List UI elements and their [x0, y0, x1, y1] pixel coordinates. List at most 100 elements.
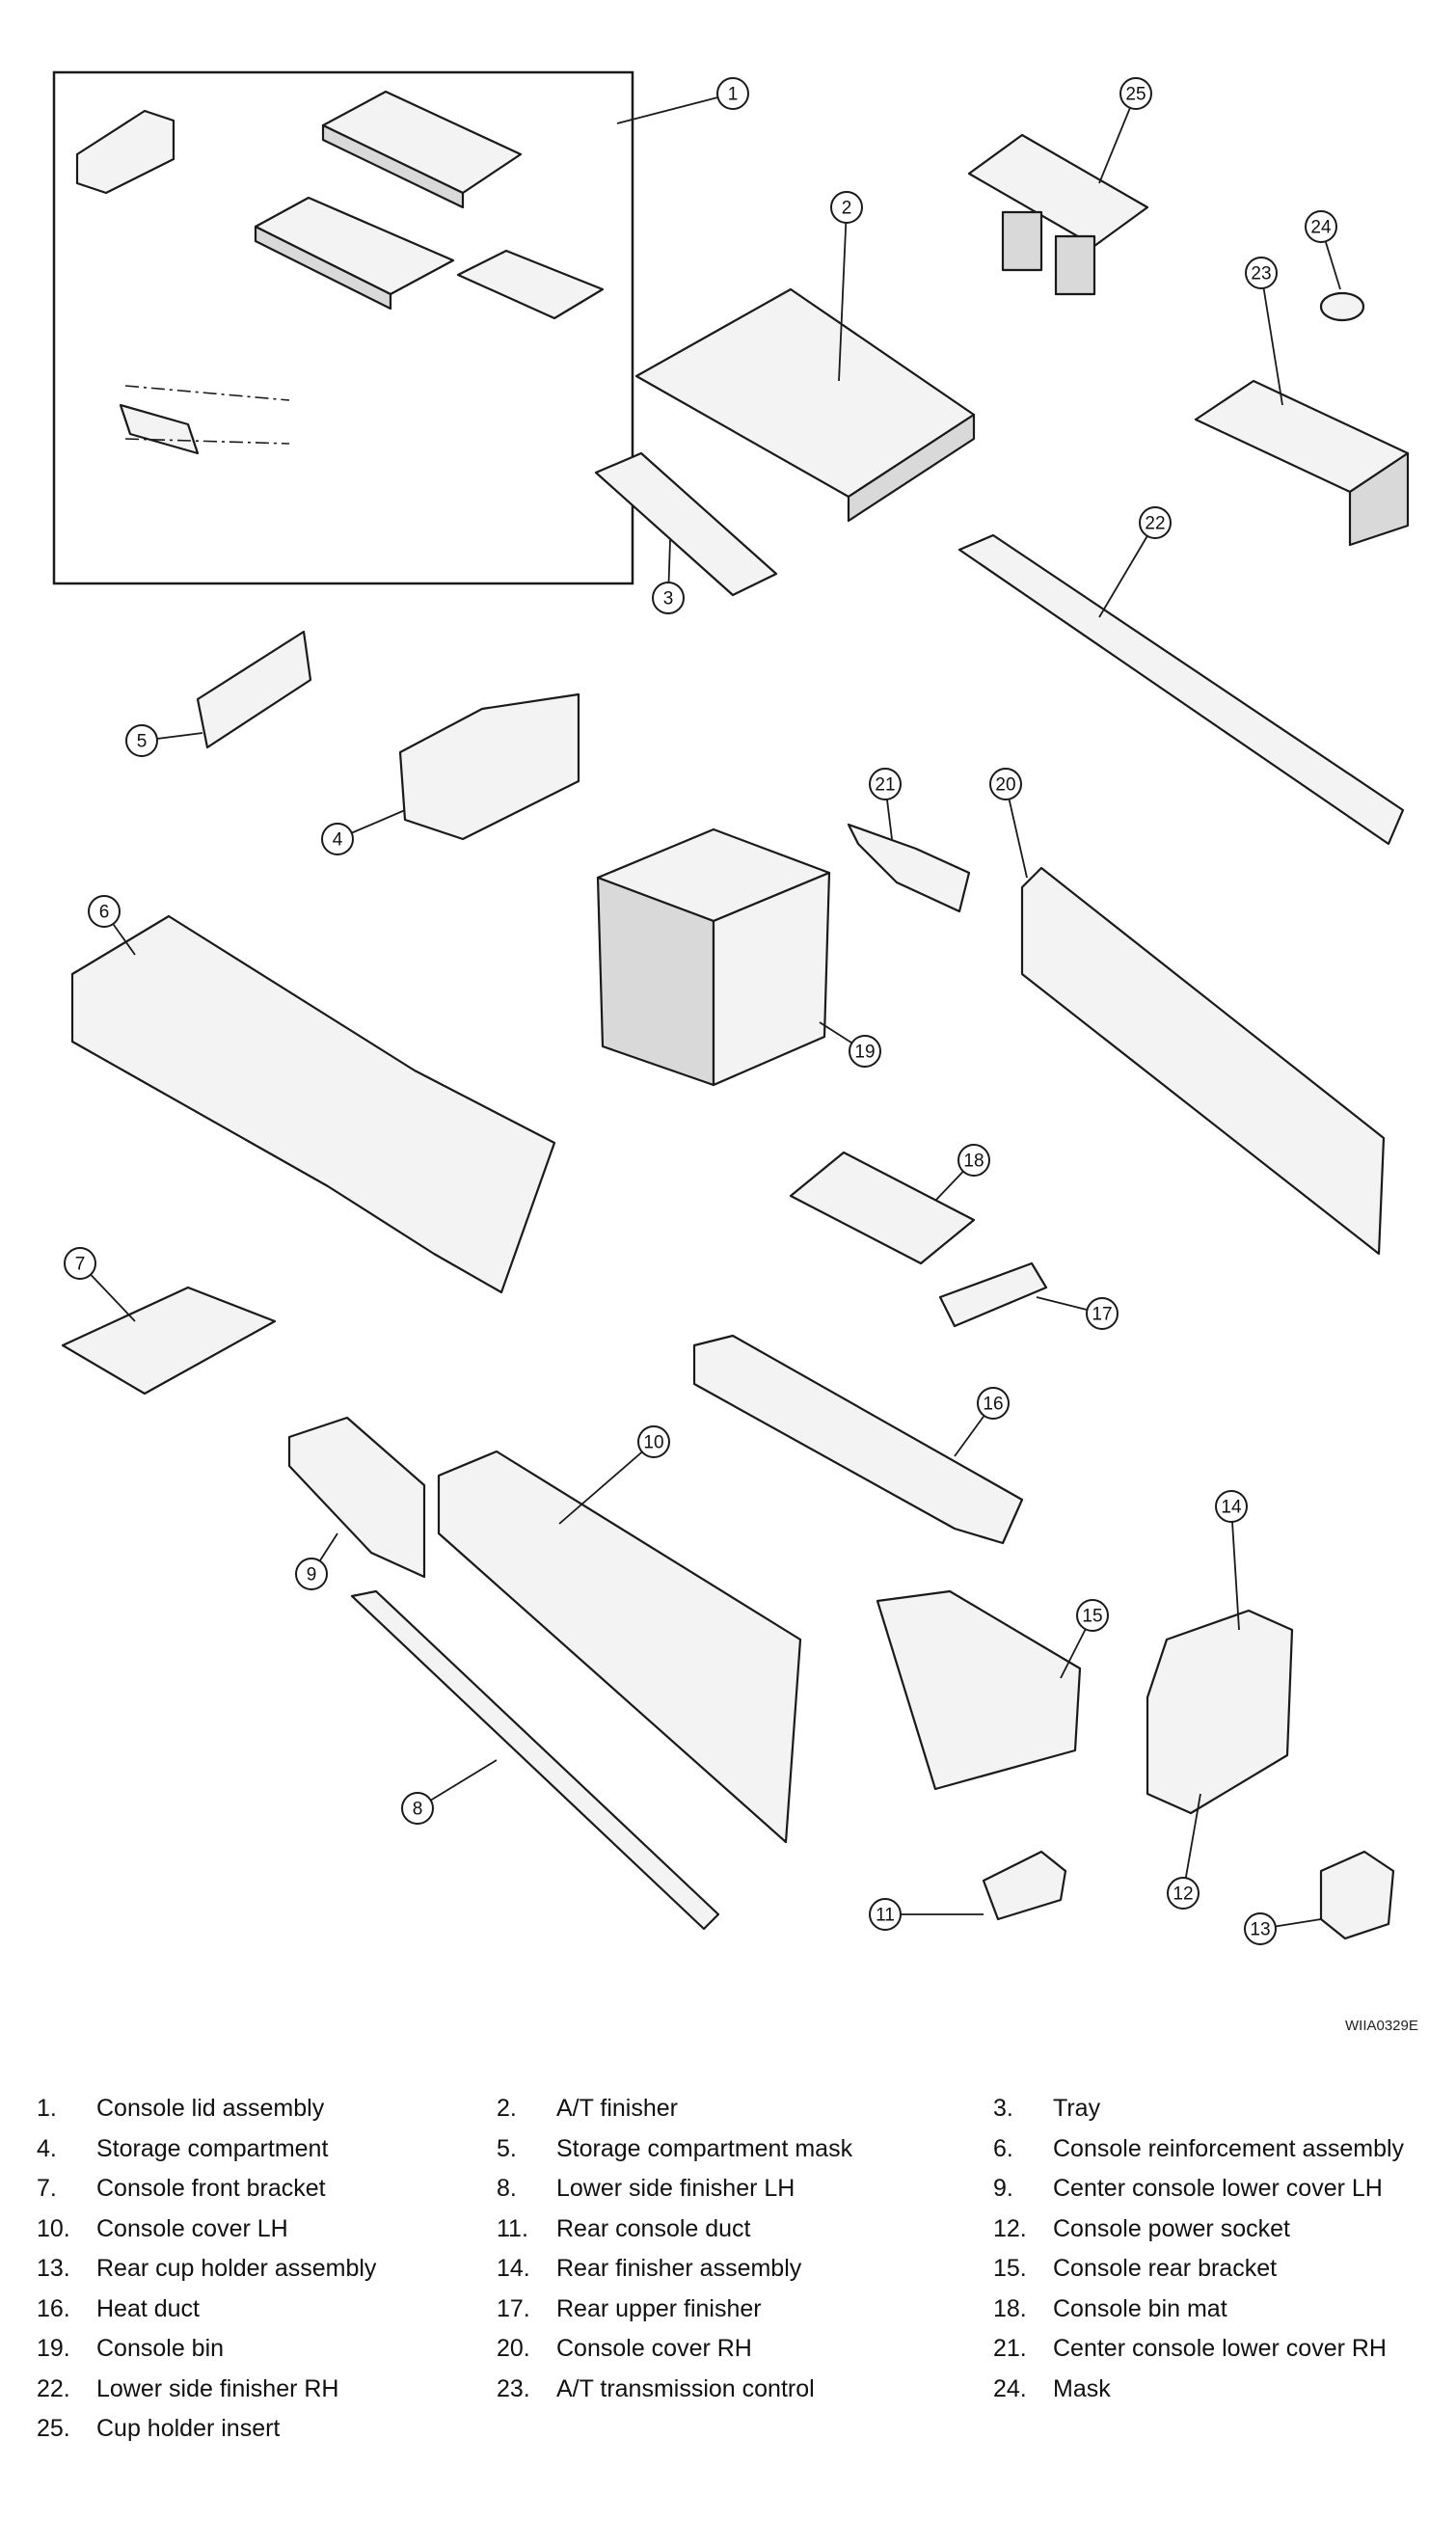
legend-item-number: 3. — [993, 2095, 1013, 2122]
legend-item-label: Console bin — [96, 2335, 225, 2362]
callout-balloons: 1234567891011121314151617181920212223242… — [64, 77, 1337, 1945]
tray-drawing — [594, 451, 778, 597]
legend-item-label: Rear cup holder assembly — [96, 2255, 377, 2282]
callout-number: 10 — [643, 1433, 663, 1453]
callout-circle — [1076, 1599, 1109, 1632]
legend-item-number: 12. — [993, 2214, 1027, 2242]
callout-circle — [1139, 506, 1172, 539]
console-cover-rh-drawing — [1020, 866, 1386, 1256]
callout-circle — [830, 191, 863, 224]
callout-number: 4 — [333, 830, 343, 851]
legend-item-label: Console rear bracket — [1053, 2255, 1278, 2282]
callout-circle — [125, 724, 158, 757]
callout-17: 17 — [1086, 1297, 1119, 1330]
legend-item-label: Lower side finisher LH — [556, 2175, 795, 2202]
lower-side-finisher-rh-drawing — [957, 533, 1405, 846]
callout-11: 11 — [869, 1898, 902, 1931]
callout-number: 25 — [1125, 85, 1146, 105]
console-cover-lh-drawing — [437, 1450, 802, 1844]
legend-item-number: 14. — [497, 2255, 530, 2282]
legend-item-label: Tray — [1053, 2095, 1101, 2122]
callout-16: 16 — [977, 1387, 1010, 1420]
callout-number: 6 — [99, 903, 110, 923]
callout-4: 4 — [321, 823, 354, 855]
legend-item-label: Rear upper finisher — [556, 2294, 762, 2322]
legend-item-number: 19. — [37, 2335, 70, 2362]
callout-circle — [321, 823, 354, 855]
legend-item-number: 13. — [37, 2255, 70, 2282]
legend-item-number: 24. — [993, 2374, 1027, 2402]
rear-console-duct-drawing — [982, 1850, 1067, 1921]
legend-item-number: 7. — [37, 2175, 57, 2202]
lower-side-finisher-lh-drawing — [350, 1589, 720, 1931]
callout-circle — [64, 1247, 96, 1280]
callout-circle — [989, 768, 1022, 800]
callout-number: 22 — [1145, 514, 1165, 534]
legend-item-label: A/T finisher — [556, 2095, 678, 2122]
callout-circle — [637, 1425, 670, 1458]
leader-line-10 — [558, 1441, 655, 1525]
callout-22: 22 — [1139, 506, 1172, 539]
callout-9: 9 — [295, 1558, 328, 1590]
legend-item-number: 23. — [497, 2374, 530, 2402]
callout-number: 23 — [1251, 264, 1271, 285]
callout-12: 12 — [1167, 1877, 1200, 1910]
mask-drawing — [1319, 291, 1365, 322]
console-lid-assembly-drawing — [75, 90, 605, 455]
legend-item-number: 1. — [37, 2095, 57, 2122]
callout-circle — [88, 895, 121, 928]
console-bin-mat-drawing — [789, 1151, 976, 1265]
legend-item-label: Rear finisher assembly — [556, 2255, 802, 2282]
legend-item-label: Center console lower cover RH — [1053, 2335, 1387, 2362]
legend-item-number: 16. — [37, 2294, 70, 2322]
storage-compartment-mask-drawing — [196, 630, 312, 749]
callout-24: 24 — [1305, 210, 1337, 243]
callout-circle — [869, 768, 902, 800]
callout-circle — [401, 1792, 434, 1825]
callout-circle — [849, 1035, 881, 1068]
legend-item-number: 17. — [497, 2294, 530, 2322]
leader-line-1 — [616, 93, 734, 124]
callout-13: 13 — [1244, 1912, 1277, 1945]
callout-14: 14 — [1215, 1490, 1248, 1523]
callout-number: 1 — [728, 85, 739, 105]
legend-item-label: Lower side finisher RH — [96, 2374, 339, 2402]
leader-line-23 — [1260, 272, 1283, 406]
callout-number: 3 — [663, 589, 674, 610]
callout-7: 7 — [64, 1247, 96, 1280]
callout-number: 13 — [1250, 1920, 1270, 1940]
legend-item-label: Console front bracket — [96, 2175, 326, 2202]
legend-item-number: 6. — [993, 2134, 1013, 2162]
legend-item-number: 22. — [37, 2374, 70, 2402]
legend-item-label: A/T transmission control — [556, 2374, 815, 2402]
legend-item-number: 18. — [993, 2294, 1027, 2322]
callout-20: 20 — [989, 768, 1022, 800]
callout-circle — [1119, 77, 1152, 110]
callout-number: 17 — [1092, 1305, 1112, 1325]
legend-item-number: 4. — [37, 2134, 57, 2162]
legend-item-number: 25. — [37, 2415, 70, 2442]
callout-circle — [1244, 1912, 1277, 1945]
legend-item-number: 8. — [497, 2175, 517, 2202]
callout-circle — [652, 582, 685, 614]
legend-item-number: 5. — [497, 2134, 517, 2162]
at-transmission-control-side — [1348, 451, 1410, 547]
leader-lines — [79, 93, 1341, 1930]
callout-number: 20 — [995, 775, 1015, 796]
legend-item-label: Storage compartment mask — [556, 2134, 853, 2162]
legend-item-label: Console lid assembly — [96, 2095, 325, 2122]
console-reinforcement-assembly-drawing — [70, 914, 556, 1294]
cup-holder-insert-drawing — [967, 133, 1149, 248]
callout-circle — [977, 1387, 1010, 1420]
legend-item-label: Center console lower cover LH — [1053, 2175, 1383, 2202]
legend-item-label: Rear console duct — [556, 2214, 751, 2242]
legend-item-number: 20. — [497, 2335, 530, 2362]
legend-item-number: 11. — [497, 2214, 528, 2242]
callout-2: 2 — [830, 191, 863, 224]
legend-item-number: 21. — [993, 2335, 1027, 2362]
callout-number: 7 — [75, 1255, 86, 1275]
callout-3: 3 — [652, 582, 685, 614]
at-finisher-side — [847, 413, 976, 523]
